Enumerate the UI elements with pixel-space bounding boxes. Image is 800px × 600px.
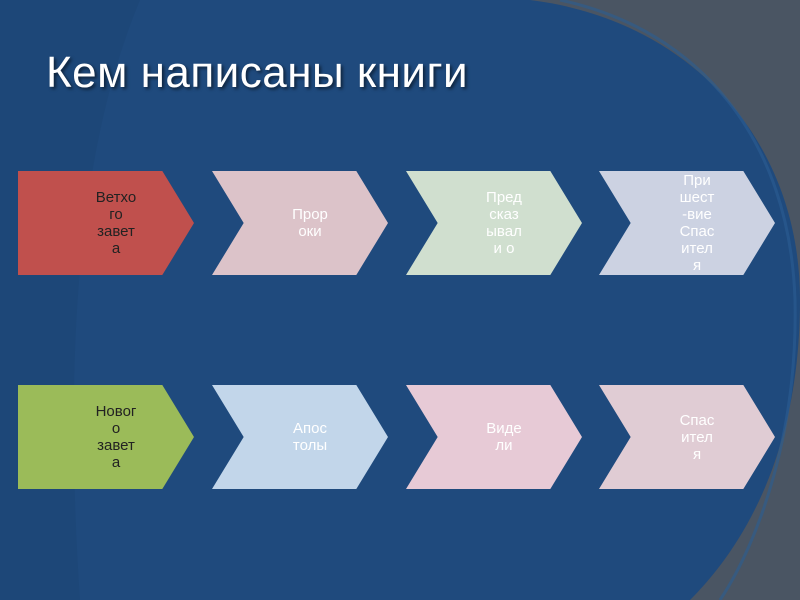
chevron-step: Новог о завет а	[18, 385, 194, 489]
chevron-step-label: Пред сказ ывал и о	[486, 189, 522, 257]
chevron-step-label: Спас ител я	[679, 411, 715, 463]
chevron-step-label: Новог о завет а	[95, 403, 137, 471]
chevron-step: Ветхо го завет а	[18, 171, 194, 275]
slide-title: Кем написаны книги	[46, 48, 469, 97]
chevron-step-label: Ветхо го завет а	[95, 189, 137, 257]
chevron-step-label: Прор оки	[292, 206, 328, 240]
chevron-step-label: Виде ли	[486, 420, 522, 454]
chevron-step-label: Апос толы	[292, 420, 328, 454]
chevron-step-label: При шест -вие Спас ител я	[679, 172, 715, 274]
